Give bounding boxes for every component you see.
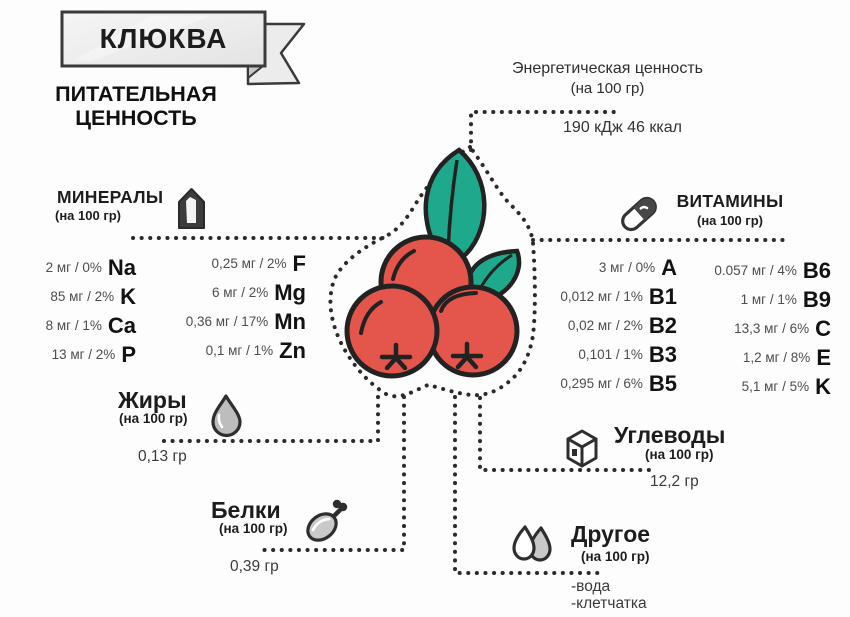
pill-icon (621, 196, 657, 232)
fats-section-title: Жиры (118, 387, 187, 413)
vitamin-symbol: B9 (802, 286, 831, 312)
vitamin-amount: 1,2 мг / 8% (742, 350, 811, 365)
vitamins-column-1: 3 мг / 0% A 0,012 мг / 1% B1 0,02 мг / 2… (545, 253, 677, 398)
proteins-connector-line (255, 395, 406, 552)
carbs-value: 12,2 гр (650, 473, 699, 490)
mineral-row: 6 мг / 2% Mg (152, 278, 306, 307)
vitamin-row: 5,1 мг / 5% K (695, 372, 831, 401)
mineral-symbol: K (120, 283, 136, 309)
minerals-column-1: 2 мг / 0% Na 85 мг / 2% K 8 мг / 1% Ca 1… (28, 253, 136, 369)
vitamin-amount: 0,295 мг / 6% (560, 376, 643, 391)
vitamin-row: 3 мг / 0% A (545, 253, 677, 282)
minerals-column-2: 0,25 мг / 2% F 6 мг / 2% Mg 0,36 мг / 17… (152, 249, 306, 365)
vitamin-symbol: E (816, 344, 831, 370)
minerals-section-title: МИНЕРАЛЫ (57, 187, 164, 207)
mineral-row: 8 мг / 1% Ca (28, 311, 136, 340)
vitamin-symbol: A (661, 254, 677, 280)
seeds-icon (512, 525, 552, 562)
mineral-amount: 2 мг / 0% (45, 260, 102, 275)
mineral-symbol: Zn (279, 337, 306, 363)
other-section-title: Другое (571, 521, 651, 547)
vitamin-row: 0,295 мг / 6% B5 (545, 369, 677, 398)
vitamins-per-100g-label: (на 100 гр) (696, 213, 763, 228)
energy-value: 190 кДж 46 ккал (563, 119, 682, 136)
vitamins-column-2: 0.057 мг / 4% B6 1 мг / 1% B9 13,3 мг / … (695, 256, 831, 401)
cranberry-illustration (344, 147, 522, 379)
crystal-icon (178, 188, 205, 229)
vitamin-symbol: B5 (648, 370, 677, 396)
energy-per-100g-label: (на 100 гр) (570, 80, 645, 97)
other-connector-line (453, 395, 602, 575)
mineral-row: 2 мг / 0% Na (28, 253, 136, 282)
mineral-row: 0,25 мг / 2% F (152, 249, 306, 278)
proteins-section-title: Белки (211, 497, 281, 523)
mineral-row: 13 мг / 2% P (28, 340, 136, 369)
water-drop-icon (211, 394, 242, 438)
vitamin-symbol: B6 (802, 257, 831, 283)
mineral-amount: 8 мг / 1% (45, 318, 102, 333)
vitamin-amount: 13,3 мг / 6% (734, 321, 810, 336)
carbs-section-title: Углеводы (614, 422, 726, 448)
minerals-per-100g-label: (на 100 гр) (55, 208, 122, 223)
mineral-amount: 0,25 мг / 2% (211, 256, 287, 271)
vitamin-row: 0,101 / 1% B3 (545, 340, 677, 369)
berry-dotted-outline (328, 144, 537, 399)
vitamin-amount: 0,02 мг / 2% (567, 318, 643, 333)
subtitle-line-1: ПИТАТЕЛЬНАЯ (55, 82, 217, 106)
vitamin-row: 13,3 мг / 6% C (695, 314, 831, 343)
mineral-amount: 0,1 мг / 1% (205, 343, 274, 358)
vitamin-symbol: B2 (648, 312, 677, 338)
carbs-per-100g-label: (на 100 гр) (645, 447, 714, 462)
vitamin-amount: 5,1 мг / 5% (741, 379, 810, 394)
vitamin-amount: 0,012 мг / 1% (560, 289, 643, 304)
carbs-connector-line (478, 396, 652, 472)
mineral-row: 85 мг / 2% K (28, 282, 136, 311)
vitamin-amount: 0,101 / 1% (578, 347, 643, 362)
vitamin-amount: 3 мг / 0% (598, 260, 656, 275)
vitamin-amount: 0.057 мг / 4% (714, 263, 797, 278)
mineral-symbol: Mn (274, 308, 306, 334)
mineral-symbol: P (121, 341, 136, 367)
mineral-amount: 85 мг / 2% (50, 289, 115, 304)
mineral-amount: 0,36 мг / 17% (185, 314, 269, 329)
mineral-row: 0,36 мг / 17% Mn (152, 307, 306, 336)
other-item-water: -вода (571, 578, 611, 595)
sugar-cube-icon (566, 429, 598, 468)
vitamin-row: 0,02 мг / 2% B2 (545, 311, 677, 340)
fats-per-100g-label: (на 100 гр) (119, 411, 188, 426)
mineral-symbol: F (292, 250, 306, 276)
mineral-symbol: Na (107, 254, 136, 280)
ribbon-banner (60, 10, 306, 86)
subtitle-line-2: ЦЕННОСТЬ (75, 106, 197, 130)
mineral-symbol: Ca (107, 312, 136, 338)
fats-value: 0,13 гр (138, 448, 187, 465)
vitamin-row: 1,2 мг / 8% E (695, 343, 831, 372)
page-subtitle: ПИТАТЕЛЬНАЯ ЦЕННОСТЬ (38, 82, 234, 130)
mineral-amount: 6 мг / 2% (212, 285, 269, 300)
vitamin-row: 0.057 мг / 4% B6 (695, 256, 831, 285)
fats-connector-line (160, 395, 380, 443)
mineral-amount: 13 мг / 2% (51, 347, 116, 362)
vitamin-row: 0,012 мг / 1% B1 (545, 282, 677, 311)
vitamin-symbol: B3 (648, 341, 677, 367)
banner-title: КЛЮКВА (99, 23, 228, 54)
vitamin-symbol: K (815, 373, 831, 399)
other-per-100g-label: (на 100 гр) (581, 549, 650, 564)
proteins-per-100g-label: (на 100 гр) (219, 521, 288, 536)
vitamin-amount: 1 мг / 1% (740, 292, 797, 307)
other-item-fiber: -клетчатка (571, 595, 647, 612)
vitamin-symbol: B1 (648, 283, 677, 309)
vitamin-row: 1 мг / 1% B9 (695, 285, 831, 314)
mineral-symbol: Mg (274, 279, 306, 305)
drumstick-icon (306, 499, 348, 542)
vitamins-section-title: ВИТАМИНЫ (676, 191, 784, 211)
proteins-value: 0,39 гр (230, 558, 279, 575)
energy-section-title: Энергетическая ценность (512, 60, 703, 77)
mineral-row: 0,1 мг / 1% Zn (152, 336, 306, 365)
vitamin-symbol: C (815, 315, 831, 341)
berries (344, 234, 520, 379)
